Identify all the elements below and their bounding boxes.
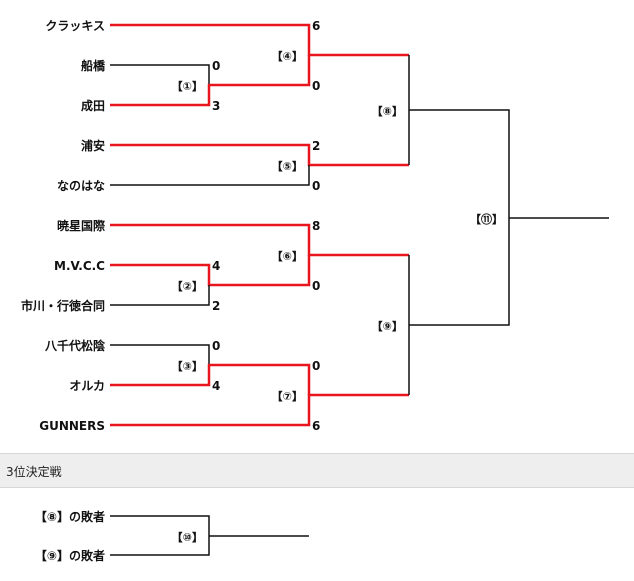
bracket-line [110, 223, 409, 257]
score: 0 [212, 339, 220, 353]
bracket-line [110, 55, 311, 107]
score: 4 [212, 259, 220, 273]
bracket-line [409, 109, 510, 218]
team-name: M.V.C.C [54, 259, 105, 273]
bracket-line [110, 64, 210, 85]
score: 0 [312, 359, 320, 373]
score: 0 [212, 59, 220, 73]
match-label: 【⑥】 [272, 250, 303, 263]
match-label: 【⑩】 [172, 531, 203, 544]
team-name: 暁星国際 [57, 218, 106, 233]
bracket-line [110, 393, 409, 427]
team-name: GUNNERS [39, 419, 105, 433]
score: 8 [312, 219, 320, 233]
match-label: 【①】 [172, 80, 203, 93]
score: 6 [312, 19, 320, 33]
bracket-line [409, 218, 510, 326]
match-label: 【③】 [172, 360, 203, 373]
match-label: 【⑧】 [372, 105, 403, 118]
team-name: 成田 [81, 98, 105, 113]
match-label: 【⑤】 [272, 160, 303, 173]
match-label: 【⑦】 [272, 390, 303, 403]
score: 2 [312, 139, 320, 153]
score: 0 [312, 279, 320, 293]
bracket-line [110, 285, 210, 306]
score: 2 [212, 299, 220, 313]
bracket-line [110, 165, 310, 186]
team-name: 浦安 [81, 138, 105, 153]
team-name: 【⑧】の敗者 [35, 509, 105, 524]
team-name: 船橋 [81, 58, 106, 73]
bracket-line [110, 363, 311, 395]
team-name: オルカ [69, 379, 105, 393]
match-label: 【⑨】 [372, 320, 403, 333]
bracket-line [110, 143, 409, 167]
third-place-section-header: 3位決定戦 [0, 453, 634, 488]
team-name: 八千代松陰 [44, 338, 106, 353]
team-name: クラッキス [45, 19, 105, 33]
match-label: 【②】 [172, 280, 203, 293]
score: 0 [312, 79, 320, 93]
score: 3 [212, 99, 220, 113]
score: 6 [312, 419, 320, 433]
team-name: なのはな [57, 179, 105, 193]
team-name: 市川・行徳合同 [21, 298, 105, 313]
bracket-line [110, 23, 409, 57]
score: 0 [312, 179, 320, 193]
match-label: 【⑪】 [470, 212, 503, 226]
score: 4 [212, 379, 220, 393]
team-name: 【⑨】の敗者 [35, 548, 105, 563]
section-title: 3位決定戦 [6, 465, 62, 479]
match-label: 【④】 [272, 50, 303, 63]
bracket-line [110, 344, 210, 365]
